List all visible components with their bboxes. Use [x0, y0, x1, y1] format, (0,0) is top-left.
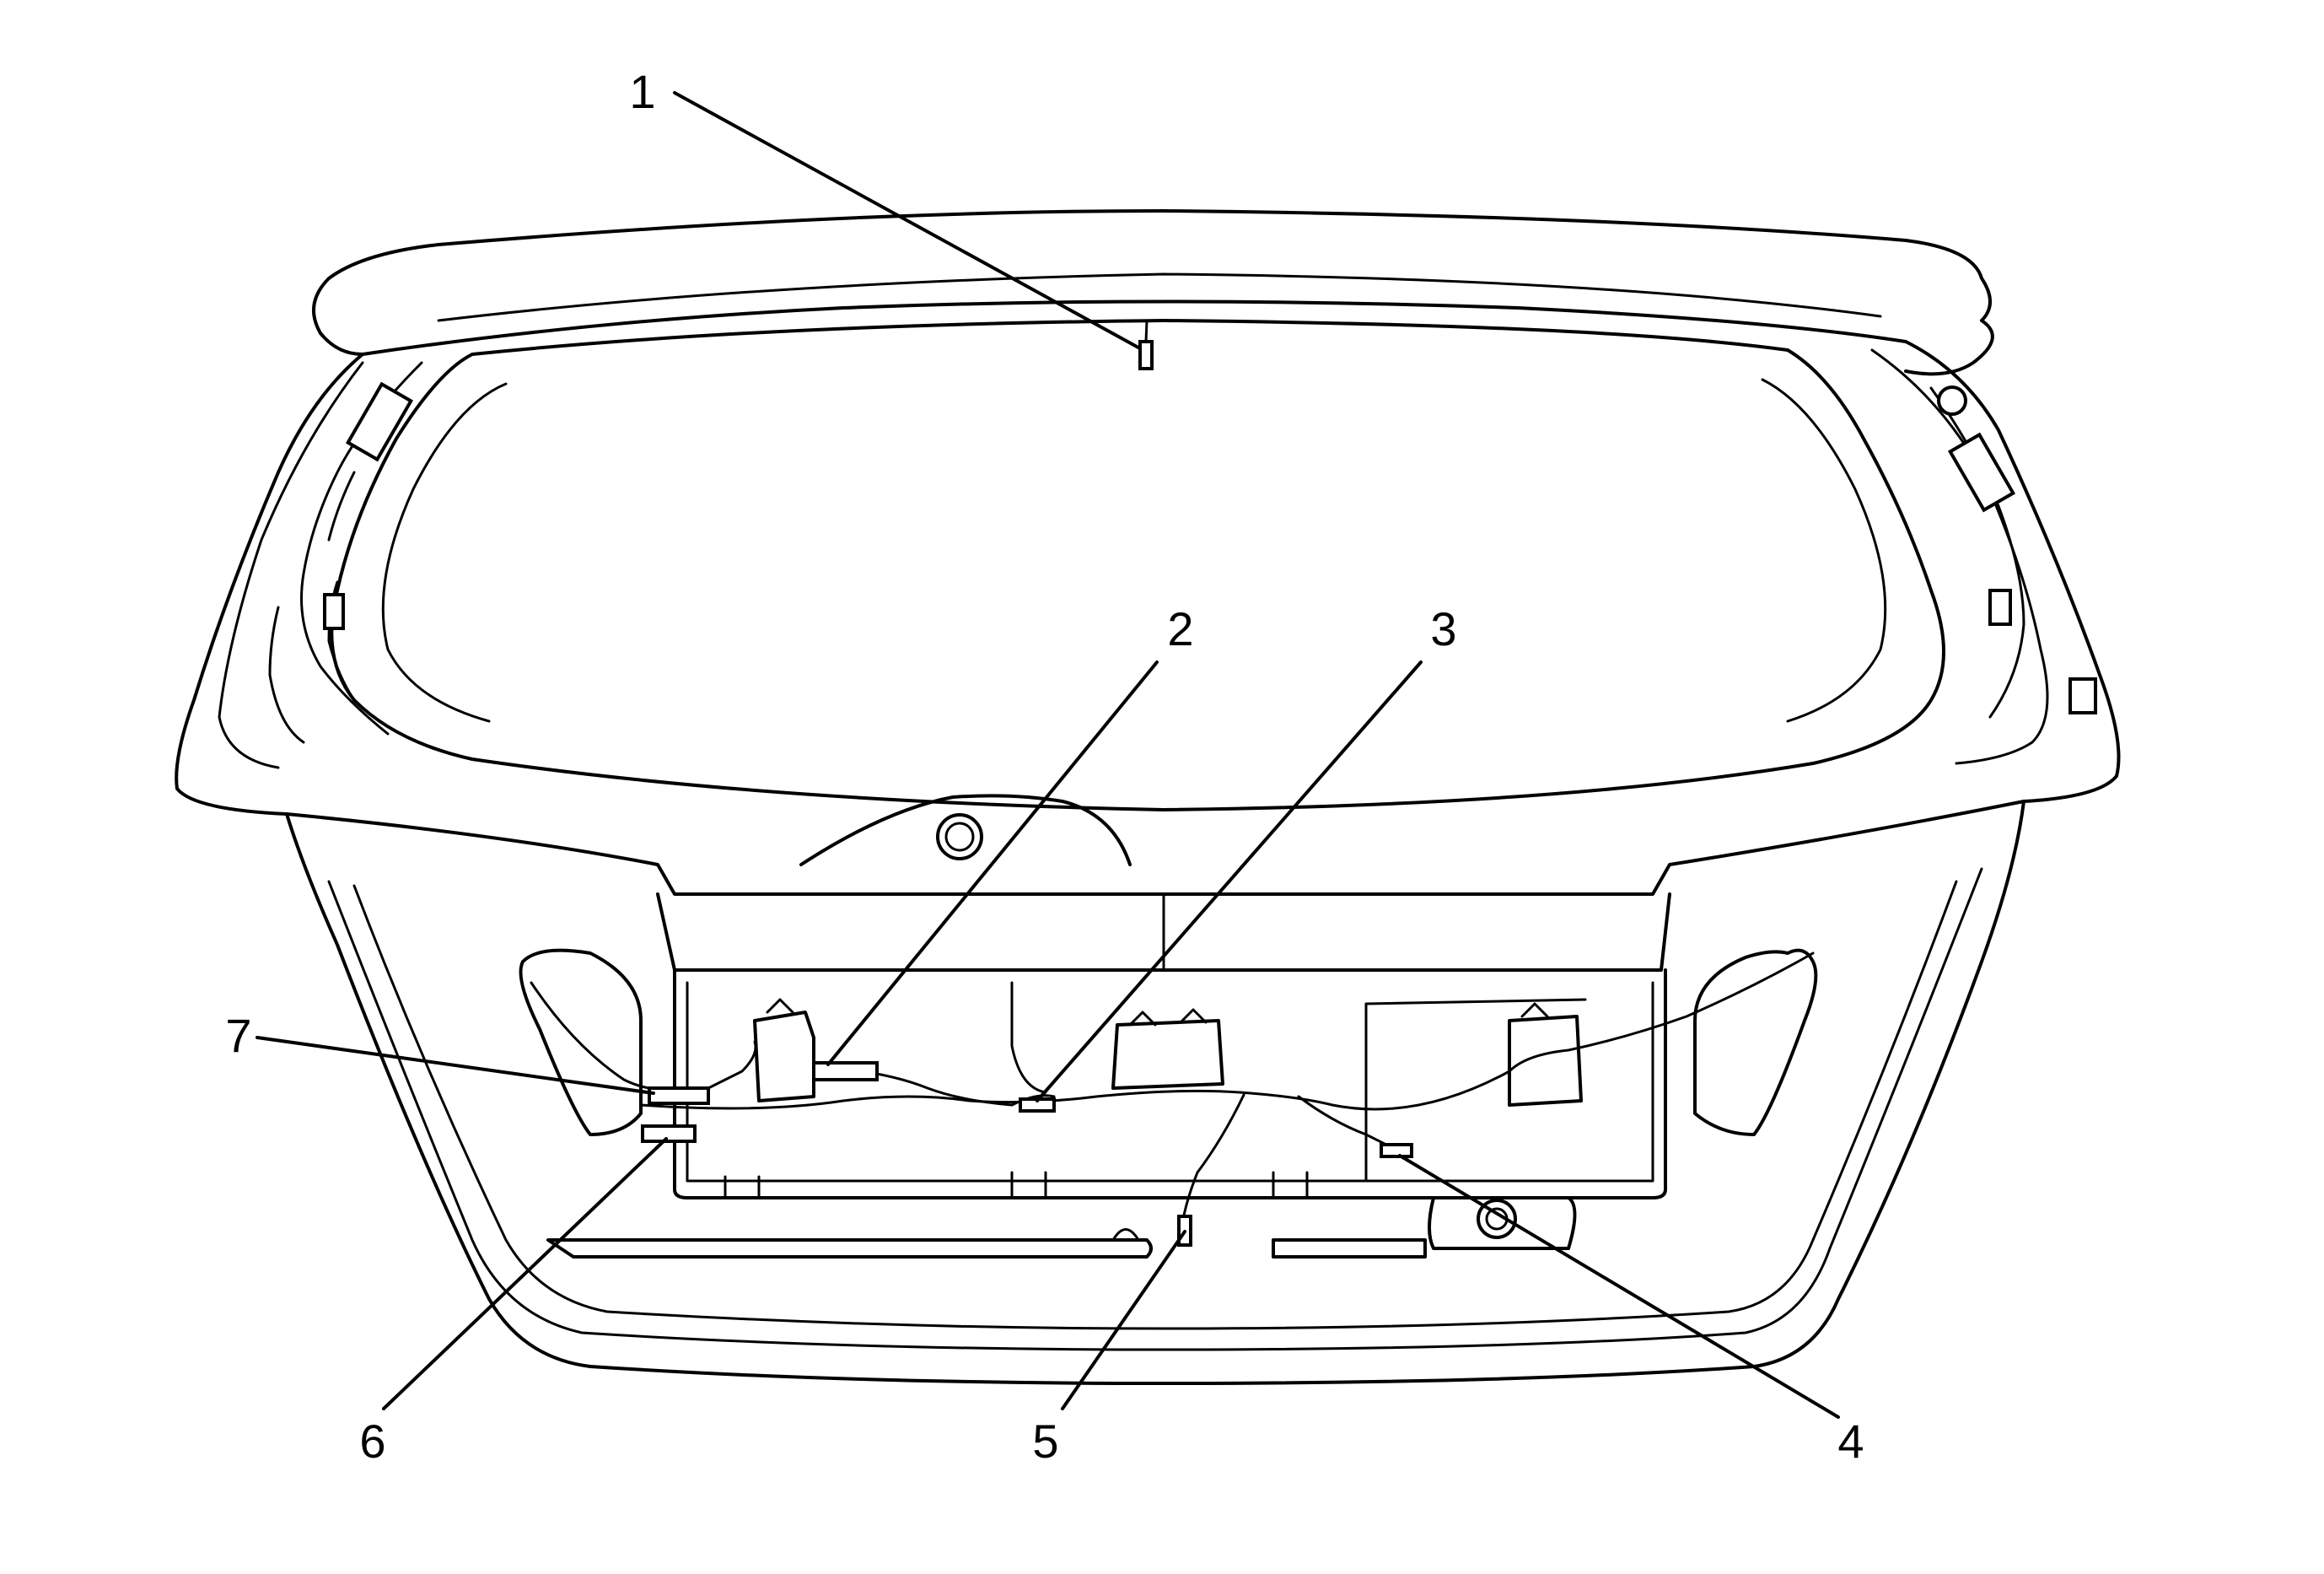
inner-access-opening	[519, 948, 1818, 1199]
callout-2: 2	[1167, 602, 1193, 655]
pocket-left	[519, 948, 643, 1136]
leader-6	[382, 1137, 668, 1410]
connector-2	[812, 1061, 879, 1081]
callout-4: 4	[1837, 1415, 1864, 1468]
leader-7	[256, 1036, 655, 1095]
clip-right-window	[1988, 589, 2012, 626]
leader-3	[1036, 660, 1423, 1102]
lock-actuator-left	[753, 1011, 815, 1102]
clip-right-lower	[2068, 677, 2097, 714]
latch-center	[1111, 1019, 1224, 1090]
latch-modules	[753, 981, 1587, 1183]
grommet-right-upper	[1937, 385, 1967, 416]
callout-6: 6	[359, 1415, 385, 1468]
leader-2	[826, 660, 1159, 1066]
hinge-left	[327, 381, 414, 542]
leader-4	[1398, 1154, 1840, 1419]
connector-6	[641, 1124, 697, 1143]
callout-1: 1	[629, 65, 655, 118]
striker-plate	[1428, 1196, 1577, 1250]
pocket-right	[1693, 948, 1818, 1136]
spoiler	[312, 209, 1994, 376]
callout-3: 3	[1430, 602, 1456, 655]
leader-lines	[256, 91, 1840, 1419]
lower-reinforcement	[546, 1171, 1577, 1259]
rear-window-glass	[330, 319, 1945, 811]
leader-1	[673, 91, 1140, 349]
striker-bolt	[1477, 1199, 1517, 1239]
connector-1	[1138, 340, 1154, 370]
callout-5: 5	[1032, 1415, 1058, 1468]
callout-labels: 1 2 3 4 5 6 7	[225, 65, 1864, 1468]
license-garnish	[285, 794, 2025, 972]
side-trim-right	[1870, 348, 2097, 765]
lock-actuator-right	[1508, 1015, 1583, 1107]
wiring-harness	[530, 951, 1815, 1246]
emblem-mount	[936, 813, 983, 860]
clip-left-window	[323, 593, 345, 630]
connector-7	[648, 1086, 710, 1105]
connector-4	[1380, 1143, 1413, 1158]
leader-5	[1061, 1230, 1186, 1410]
hinge-right	[1947, 432, 2016, 513]
callout-7: 7	[225, 1009, 251, 1062]
liftgate-outer-panel	[175, 340, 2121, 1385]
